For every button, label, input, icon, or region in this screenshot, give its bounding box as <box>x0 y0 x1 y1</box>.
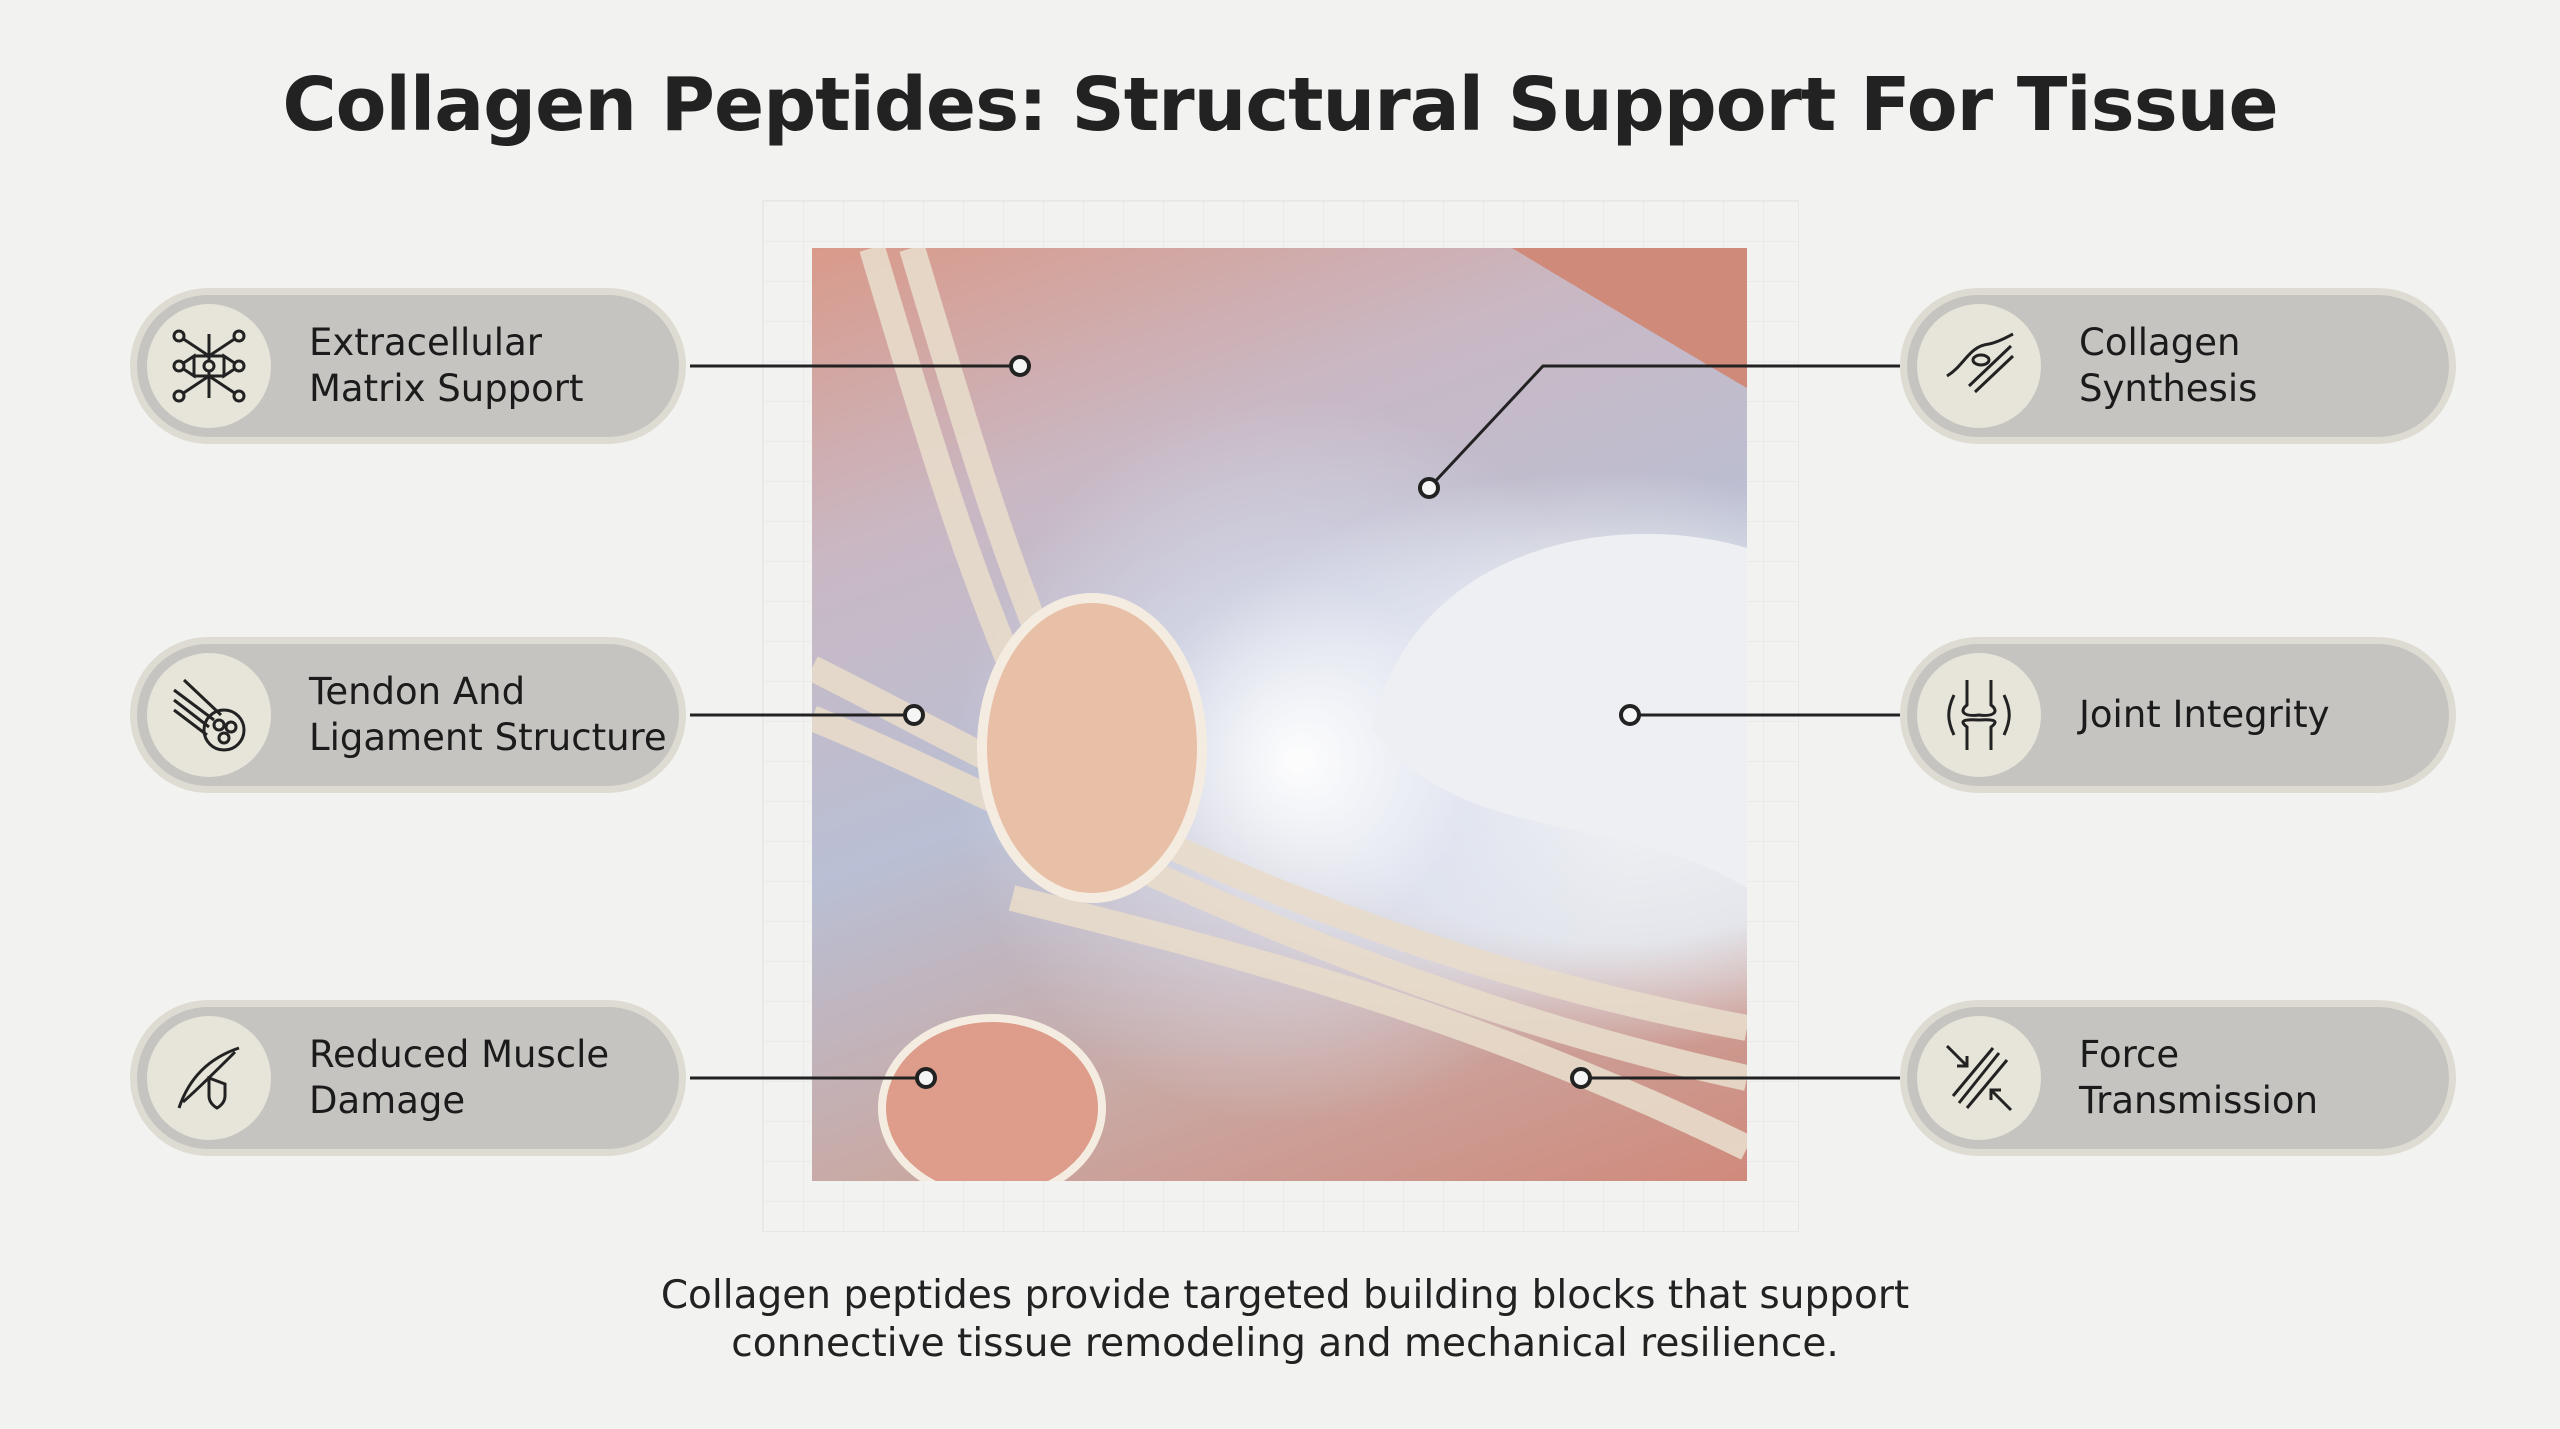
knee-joint-icon <box>1917 653 2041 777</box>
feature-label: Reduced Muscle Damage <box>309 1033 610 1122</box>
muscle-shield-icon <box>147 1016 271 1140</box>
feature-label: Joint Integrity <box>2079 693 2330 736</box>
tissue-illustration-shapes <box>812 248 1747 1181</box>
feature-tendon-ligament: Tendon And Ligament Structure <box>130 637 686 793</box>
fibroblast-cell-icon <box>1917 304 2041 428</box>
feature-label: Extracellular Matrix Support <box>309 321 584 410</box>
feature-reduced-muscle-damage: Reduced Muscle Damage <box>130 1000 686 1156</box>
molecular-network-icon <box>147 304 271 428</box>
cartilage <box>1372 533 1747 888</box>
tendon-cross-section <box>977 593 1207 903</box>
feature-collagen-synthesis: Collagen Synthesis <box>1900 288 2456 444</box>
force-arrows-icon <box>1917 1016 2041 1140</box>
feature-label: Collagen Synthesis <box>2079 321 2258 410</box>
fiber-bundles <box>812 248 1747 1160</box>
feature-label: Tendon And Ligament Structure <box>309 670 667 759</box>
caption: Collagen peptides provide targeted build… <box>660 1273 1910 1366</box>
muscle-cross-section <box>878 1014 1106 1181</box>
page-title: Collagen Peptides: Structural Support Fo… <box>282 62 2278 148</box>
feature-force-transmission: Force Transmission <box>1900 1000 2456 1156</box>
feature-label: Force Transmission <box>2079 1033 2319 1122</box>
muscle-fiber <box>1512 248 1747 388</box>
connective-tissue-illustration <box>812 248 1747 1181</box>
fiber-bundle-icon <box>147 653 271 777</box>
feature-extracellular-matrix: Extracellular Matrix Support <box>130 288 686 444</box>
feature-joint-integrity: Joint Integrity <box>1900 637 2456 793</box>
